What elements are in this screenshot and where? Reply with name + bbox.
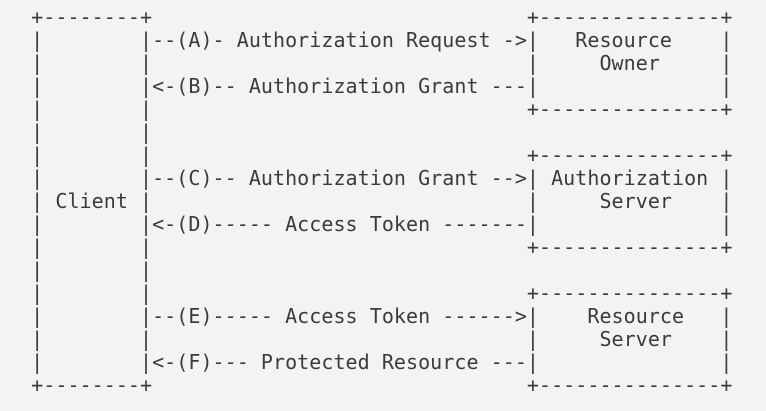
oauth-abstract-flow-ascii-diagram: +--------+ +---------------+ | |--(A)- A…	[31, 5, 733, 397]
